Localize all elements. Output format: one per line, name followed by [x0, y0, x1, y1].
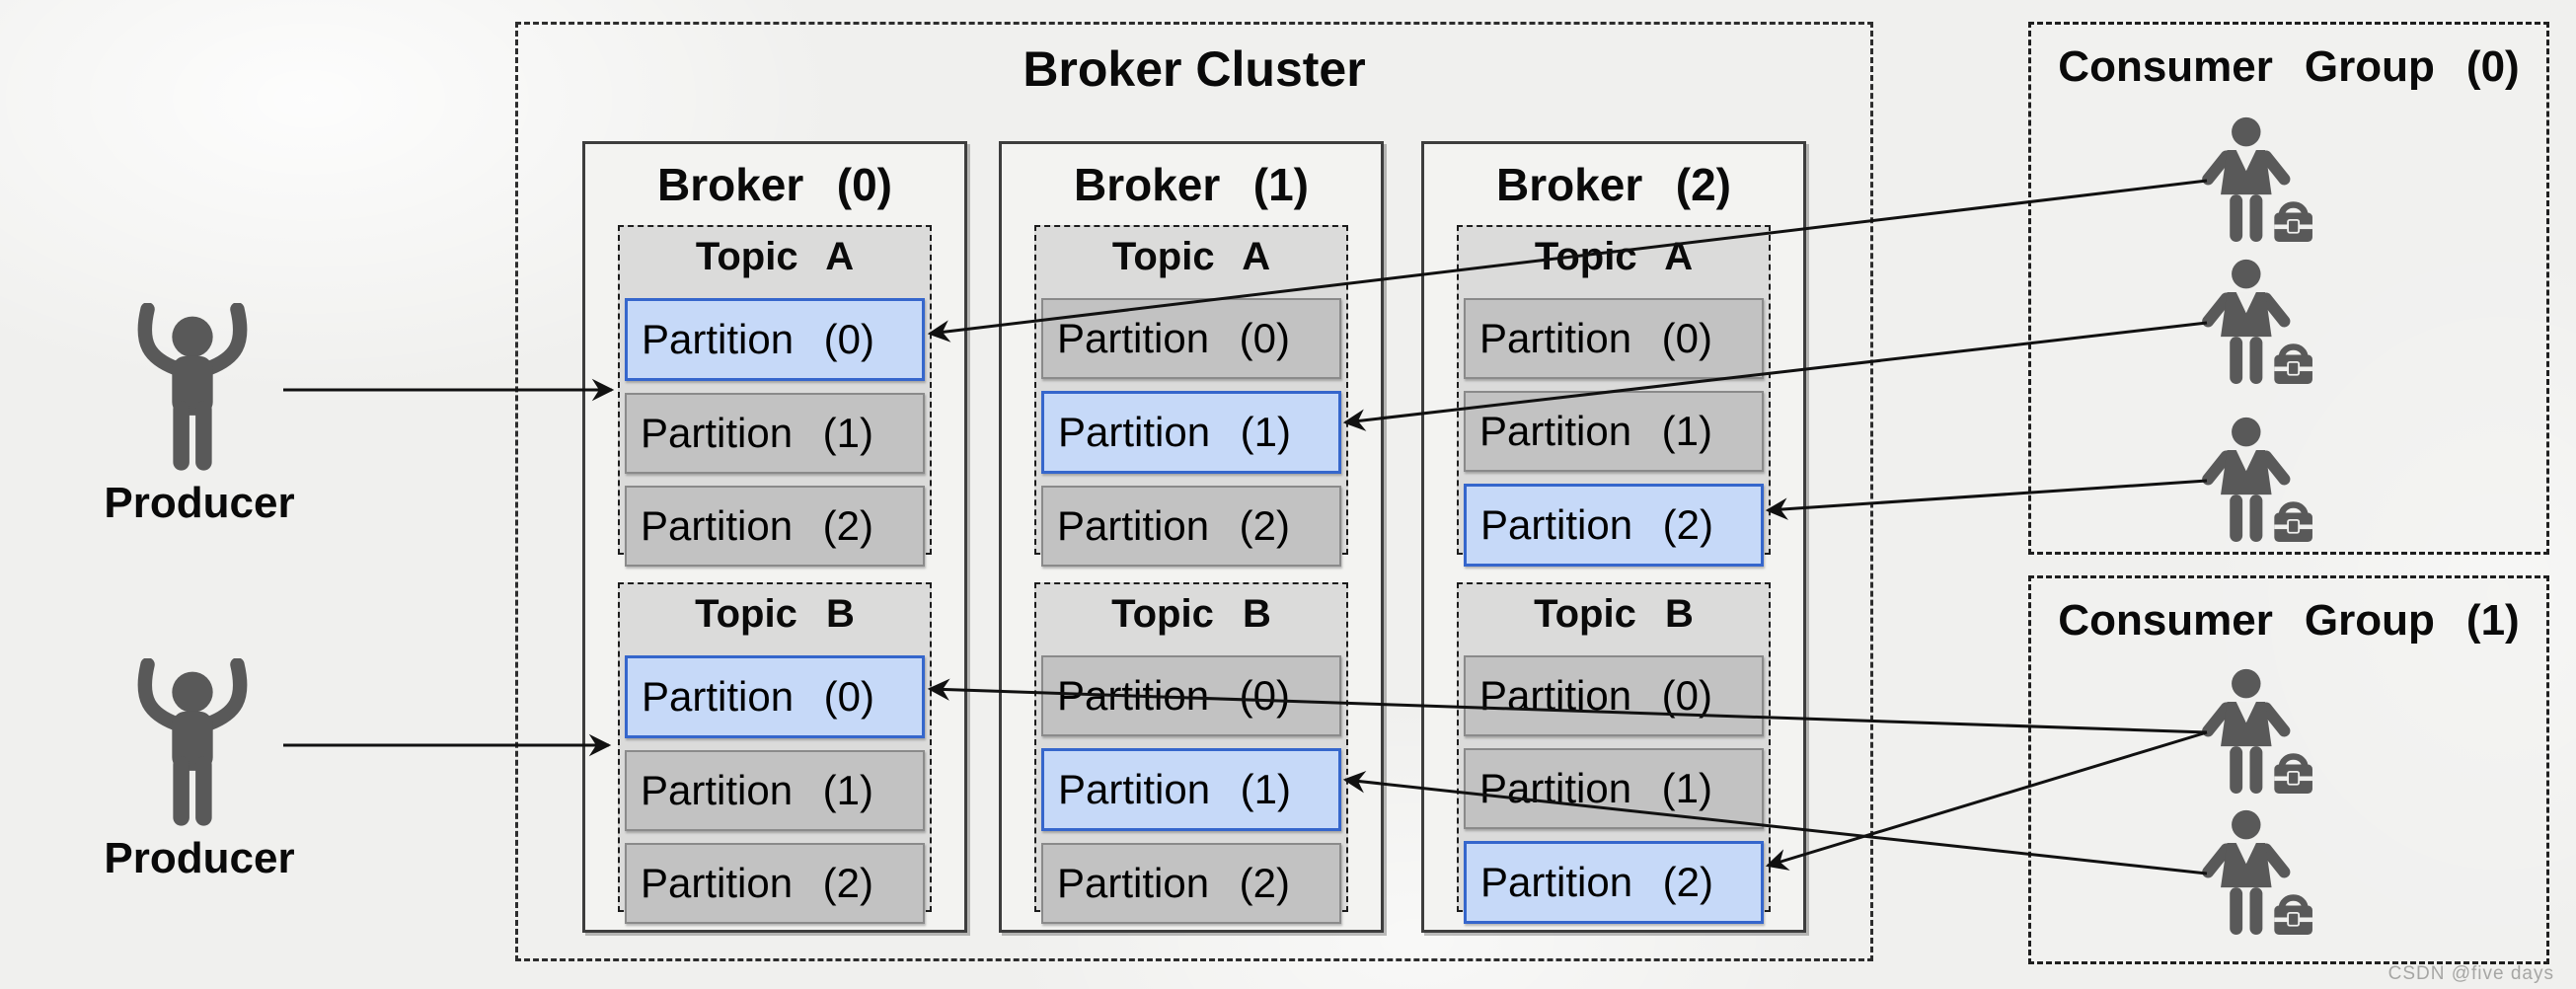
- partition: Partition (1): [625, 393, 925, 474]
- topic-title: Topic A: [1534, 234, 1694, 278]
- consumer-group-0-box: Consumer Group (0): [2028, 22, 2549, 555]
- partition: Partition (2): [1041, 843, 1341, 924]
- consumer-icon: [2196, 259, 2314, 395]
- partition-leader: Partition (0): [625, 655, 925, 738]
- consumer-group-1-box: Consumer Group (1): [2028, 575, 2549, 964]
- broker-title: Broker (2): [1496, 159, 1731, 210]
- partition: Partition (0): [1041, 655, 1341, 736]
- consumer-icon: [2196, 809, 2314, 946]
- partition: Partition (2): [625, 843, 925, 924]
- producer-icon: [131, 303, 254, 477]
- broker-cluster-title: Broker Cluster: [1023, 41, 1366, 97]
- consumer-group-title: Consumer Group (0): [2058, 42, 2520, 91]
- partition-leader: Partition (1): [1041, 391, 1341, 474]
- partition: Partition (1): [1464, 391, 1764, 472]
- partition: Partition (0): [1041, 298, 1341, 379]
- topic-title: Topic A: [695, 234, 855, 278]
- topic-title: Topic B: [695, 591, 855, 636]
- partition-leader: Partition (2): [1464, 841, 1764, 924]
- producer-label: Producer: [104, 479, 295, 527]
- partition: Partition (1): [1464, 748, 1764, 829]
- partition-leader: Partition (0): [625, 298, 925, 381]
- partition: Partition (2): [625, 486, 925, 567]
- broker-cluster-box: Broker Cluster Broker (0) Topic A Partit…: [515, 22, 1873, 961]
- partition: Partition (0): [1464, 655, 1764, 736]
- topic-box-a: Topic A Partition (0) Partition (1) Part…: [618, 225, 932, 567]
- topic-box-b: Topic B Partition (0) Partition (1) Part…: [1457, 582, 1771, 924]
- topic-box-b: Topic B Partition (0) Partition (1) Part…: [1034, 582, 1348, 924]
- consumer-icon: [2196, 116, 2314, 253]
- partition: Partition (2): [1041, 486, 1341, 567]
- topic-title: Topic B: [1534, 591, 1694, 636]
- partition-leader: Partition (2): [1464, 484, 1764, 567]
- topic-box-a: Topic A Partition (0) Partition (1) Part…: [1034, 225, 1348, 567]
- consumer-group-title: Consumer Group (1): [2058, 596, 2520, 645]
- topic-title: Topic A: [1111, 234, 1271, 278]
- consumer-icon: [2196, 417, 2314, 553]
- topic-box-a: Topic A Partition (0) Partition (1) Part…: [1457, 225, 1771, 567]
- broker-title: Broker (0): [657, 159, 892, 210]
- broker-box-0: Broker (0) Topic A Partition (0) Partiti…: [582, 141, 967, 933]
- partition: Partition (0): [1464, 298, 1764, 379]
- broker-box-1: Broker (1) Topic A Partition (0) Partiti…: [999, 141, 1384, 933]
- producer-icon: [131, 658, 254, 832]
- broker-title: Broker (1): [1074, 159, 1309, 210]
- topic-box-b: Topic B Partition (0) Partition (1) Part…: [618, 582, 932, 924]
- partition-leader: Partition (1): [1041, 748, 1341, 831]
- topic-title: Topic B: [1111, 591, 1271, 636]
- consumer-icon: [2196, 668, 2314, 804]
- watermark: CSDN @five days: [2387, 963, 2554, 984]
- partition: Partition (1): [625, 750, 925, 831]
- broker-box-2: Broker (2) Topic A Partition (0) Partiti…: [1421, 141, 1806, 933]
- producer-label: Producer: [104, 834, 295, 882]
